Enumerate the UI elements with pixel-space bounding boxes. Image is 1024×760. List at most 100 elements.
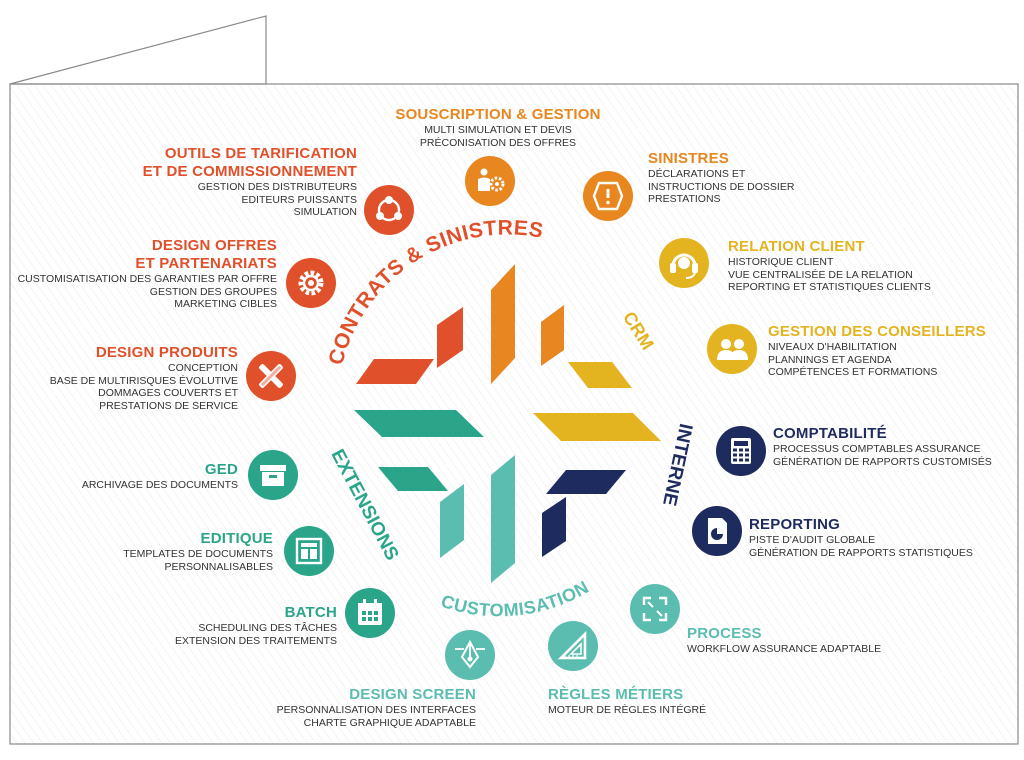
person-gear-icon: [465, 156, 515, 206]
module-title-line: ET PARTENARIATS: [135, 255, 277, 272]
pinwheel-teal-long: [354, 410, 484, 437]
module-description-line: EXTENSION DES TRAITEMENTS: [175, 634, 337, 647]
module-description-line: MARKETING CIBLES: [174, 298, 277, 311]
module-title: EDITIQUE: [123, 530, 273, 548]
module-description: MOTEUR DE RÈGLES INTÉGRÉ: [548, 704, 706, 717]
module-description-line: CHARTE GRAPHIQUE ADAPTABLE: [303, 716, 476, 729]
module-title: GESTION DES CONSEILLERS: [768, 323, 986, 341]
module-title-line: ET DE COMMISSIONNEMENT: [142, 163, 357, 180]
module-description-line: ARCHIVAGE DES DOCUMENTS: [81, 479, 238, 491]
pen-tool-icon: [445, 630, 495, 680]
module-description-line: PROCESSUS COMPTABLES ASSURANCE: [773, 443, 981, 455]
module-description-line: GESTION DES DISTRIBUTEURS: [197, 181, 357, 193]
tools-icon: [246, 351, 296, 401]
module-description-line: CONCEPTION: [167, 362, 238, 374]
archive-box-icon: [248, 450, 298, 500]
module-description-line: GÉNÉRATION DE RAPPORTS STATISTIQUES: [749, 546, 973, 559]
module-description-line: DÉCLARATIONS ET: [648, 168, 746, 180]
folder-tab: [9, 15, 267, 85]
module-title-line: DESIGN OFFRES: [151, 237, 277, 254]
module-title: RELATION CLIENT: [728, 238, 931, 256]
module-title-line: REPORTING: [749, 516, 840, 533]
module-title-line: BATCH: [284, 604, 337, 621]
module-title-line: EDITIQUE: [200, 530, 273, 547]
pinwheel-teal-bar: [378, 467, 448, 491]
module-description: CUSTOMISATISATION DES GARANTIES PAR OFFR…: [18, 273, 277, 311]
module-description-line: GESTION DES GROUPES: [149, 285, 277, 298]
module-description-line: PLANNINGS ET AGENDA: [768, 353, 892, 366]
pinwheel-navy-blade: [542, 497, 566, 557]
module-description-line: SCHEDULING DES TÂCHES: [198, 622, 337, 634]
module-description: ARCHIVAGE DES DOCUMENTS: [82, 479, 238, 492]
calculator-icon: [716, 426, 766, 476]
pinwheel-orange-tall: [491, 264, 515, 384]
module-description-line: BASE DE MULTIRISQUES ÉVOLUTIVE: [49, 374, 238, 387]
module-title: REPORTING: [749, 516, 973, 534]
module-description-line: PRÉCONISATION DES OFFRES: [419, 136, 577, 149]
pinwheel-navy-bar: [546, 470, 626, 494]
module-title: COMPTABILITÉ: [773, 425, 992, 443]
module-description-line: PRESTATIONS DE SERVICE: [99, 399, 238, 412]
module-description-line: CUSTOMISATISATION DES GARANTIES PAR OFFR…: [17, 273, 277, 285]
template-icon: [284, 526, 334, 576]
gear-icon: [286, 258, 336, 308]
module-description-line: MOTEUR DE RÈGLES INTÉGRÉ: [548, 704, 707, 716]
module-description-line: TEMPLATES DE DOCUMENTS: [123, 548, 273, 560]
module-description-line: PRESTATIONS: [648, 193, 721, 206]
warning-icon: [583, 171, 633, 221]
module-title-line: SINISTRES: [648, 150, 729, 167]
module-title-line: RÈGLES MÉTIERS: [548, 686, 684, 703]
module-title: SINISTRES: [648, 150, 794, 168]
module-description-line: VUE CENTRALISÉE DE LA RELATION: [728, 268, 913, 281]
module-title-line: DESIGN PRODUITS: [95, 344, 238, 361]
module-description-line: INSTRUCTIONS DE DOSSIER: [648, 180, 795, 193]
pinwheel-red-bar: [356, 359, 434, 384]
module-description-line: EDITEURS PUISSANTS: [241, 193, 357, 206]
module-title: SOUSCRIPTION & GESTION: [338, 106, 658, 124]
calendar-icon: [345, 588, 395, 638]
module-description-line: MULTI SIMULATION ET DEVIS: [424, 124, 572, 136]
module-description-line: PERSONNALISABLES: [164, 560, 273, 573]
central-pinwheel: [354, 264, 661, 583]
module-title-line: PROCESS: [687, 625, 762, 642]
module-title-line: RELATION CLIENT: [728, 238, 865, 255]
module-title: DESIGN SCREEN: [277, 686, 476, 704]
module-title-line: SOUSCRIPTION & GESTION: [395, 106, 601, 123]
module-description-line: WORKFLOW ASSURANCE ADAPTABLE: [687, 643, 882, 655]
module-title-line: GED: [204, 461, 238, 478]
pinwheel-yellow-long: [533, 413, 661, 441]
headset-icon: [659, 238, 709, 288]
module-description-line: NIVEAUX D'HABILITATION: [768, 341, 897, 353]
module-title-line: DESIGN SCREEN: [349, 686, 476, 703]
module-description-line: PISTE D'AUDIT GLOBALE: [749, 534, 876, 546]
pinwheel-teal-tall: [491, 455, 515, 583]
module-description-line: PERSONNALISATION DES INTERFACES: [276, 704, 476, 716]
folder-body: [9, 83, 1019, 745]
module-description-line: COMPÉTENCES ET FORMATIONS: [768, 366, 938, 379]
module-description-line: HISTORIQUE CLIENT: [728, 256, 834, 268]
pinwheel-yellow-bar: [568, 362, 632, 388]
module-title: BATCH: [175, 604, 337, 622]
